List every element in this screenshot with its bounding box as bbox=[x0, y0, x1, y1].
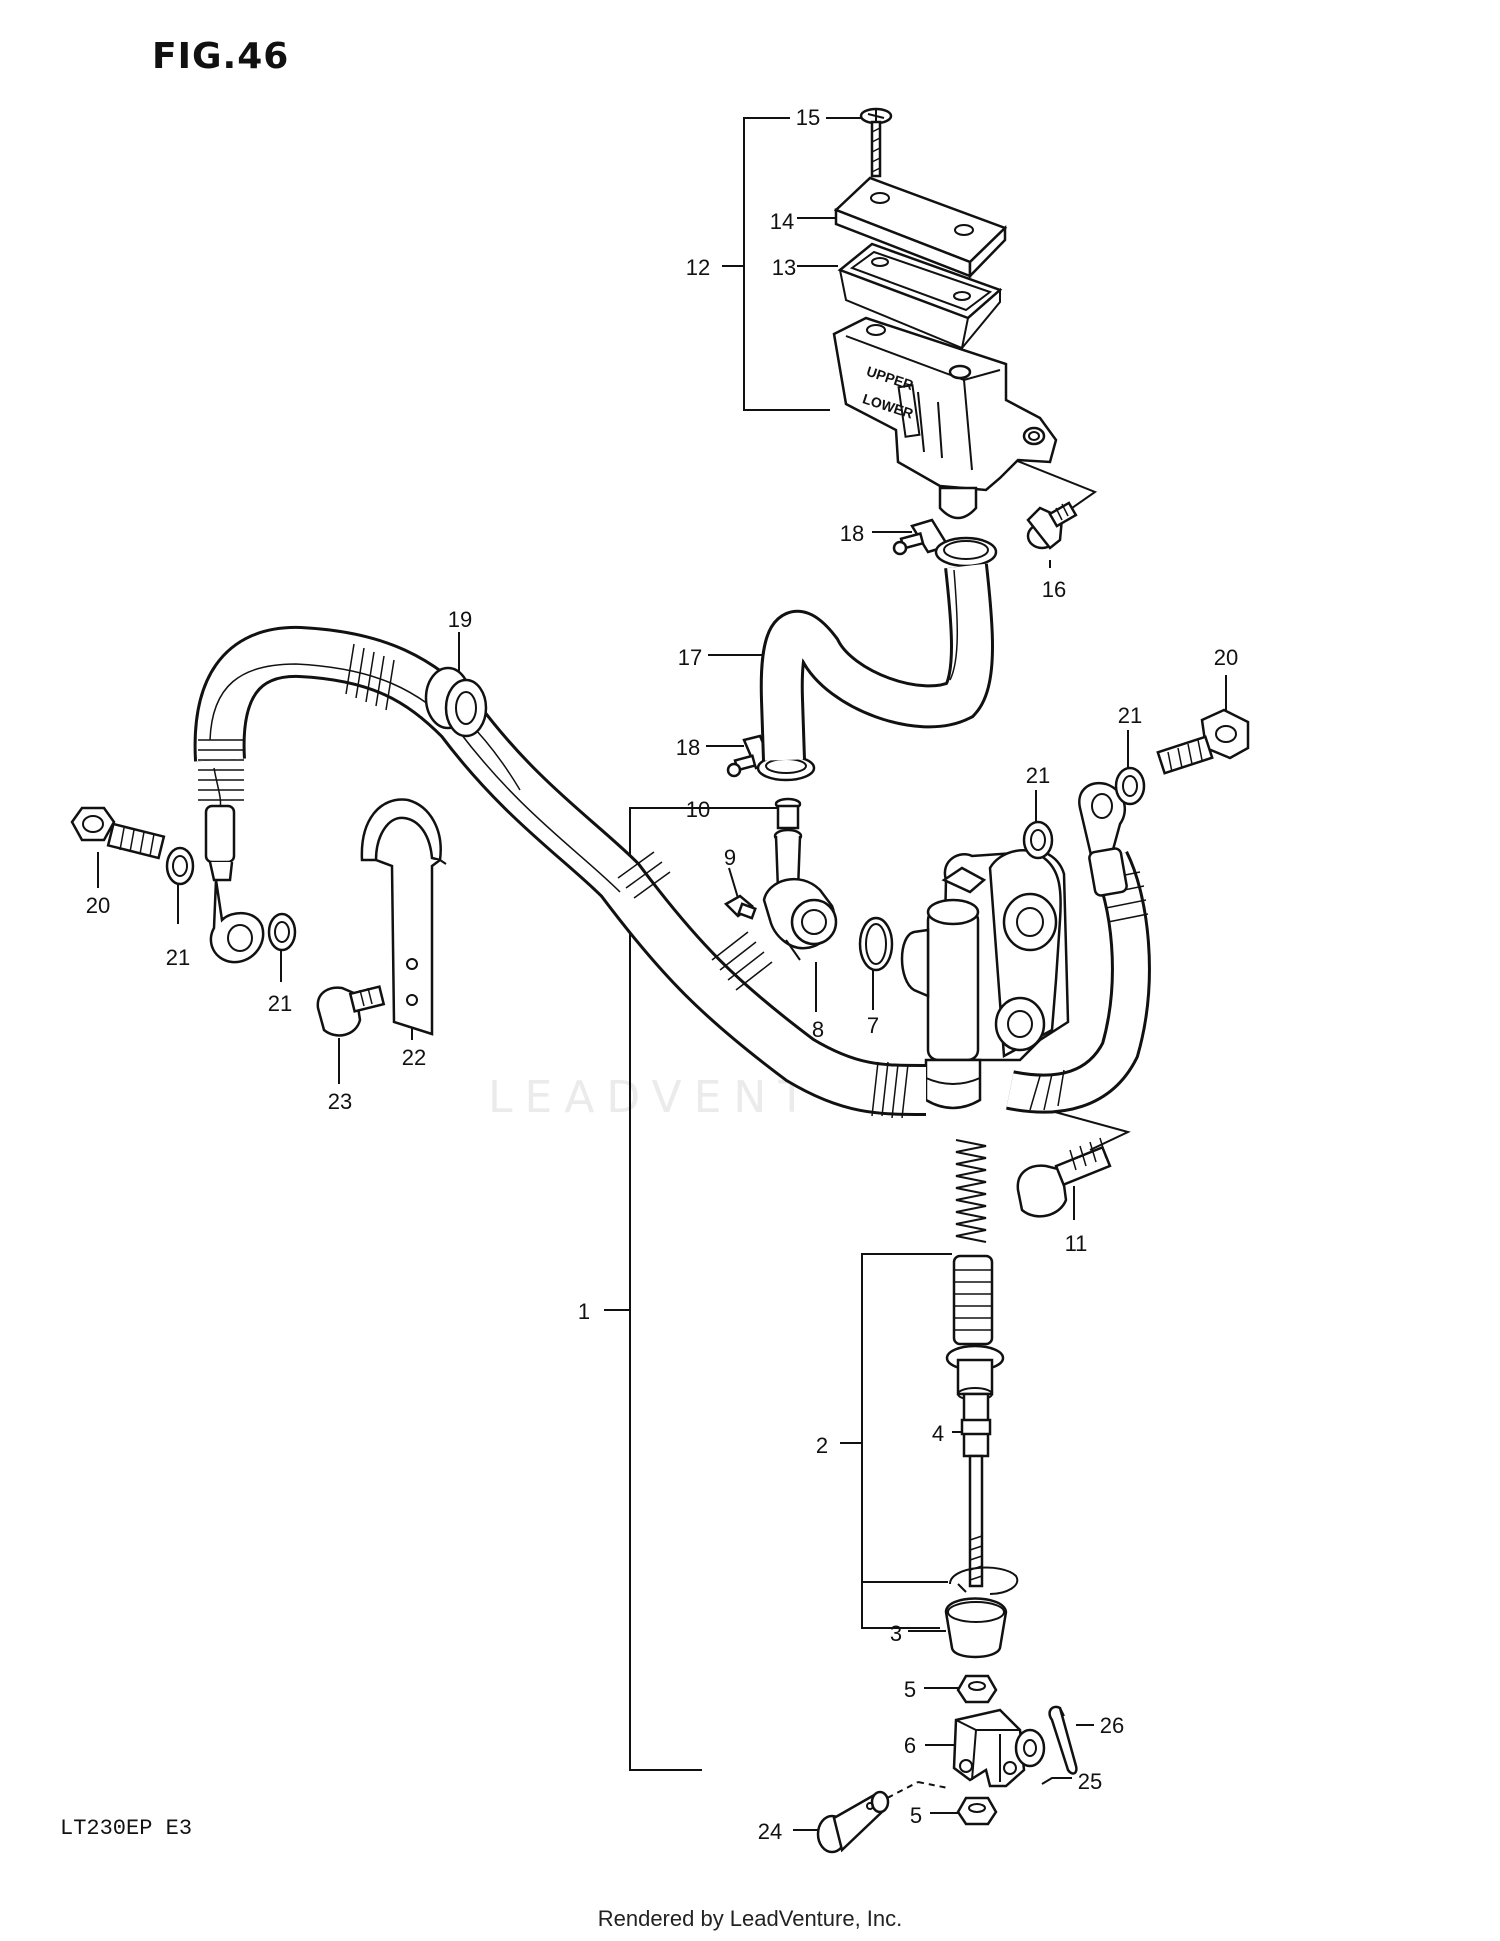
banjo-fitting-right bbox=[1078, 781, 1128, 897]
callout-20-right: 20 bbox=[1213, 645, 1239, 670]
banjo-fitting-left bbox=[204, 804, 265, 964]
callout-21-left-upper: 21 bbox=[165, 945, 191, 970]
callout-22: 22 bbox=[401, 1045, 427, 1070]
pushrod-boot bbox=[944, 1597, 1008, 1659]
callout-21-left-lower: 21 bbox=[267, 991, 293, 1016]
reservoir-diaphragm bbox=[837, 242, 1003, 350]
banjo-bolt-right bbox=[1156, 708, 1250, 775]
cotter-pin bbox=[1048, 1705, 1078, 1775]
reservoir-cap bbox=[833, 176, 1008, 280]
reservoir-hose bbox=[759, 563, 994, 761]
piston bbox=[952, 1254, 994, 1346]
o-ring bbox=[858, 916, 894, 972]
callout-21-right-lower: 21 bbox=[1025, 763, 1051, 788]
hose-grommet bbox=[424, 666, 488, 738]
brake-hose-long bbox=[193, 625, 927, 1116]
lock-nut bbox=[956, 1674, 998, 1826]
callout-2: 2 bbox=[815, 1433, 829, 1458]
callout-18-upper: 18 bbox=[839, 521, 865, 546]
callout-1: 1 bbox=[577, 1299, 591, 1324]
callout-11: 11 bbox=[1064, 1231, 1088, 1256]
callout-5-upper: 5 bbox=[903, 1677, 917, 1702]
callout-3: 3 bbox=[889, 1621, 903, 1646]
figure-title: FIG.46 bbox=[152, 36, 290, 77]
callout-7: 7 bbox=[866, 1013, 880, 1038]
callout-20-left: 20 bbox=[85, 893, 111, 918]
callout-14: 14 bbox=[769, 209, 795, 234]
callout-26: 26 bbox=[1099, 1713, 1125, 1738]
callout-6: 6 bbox=[903, 1733, 917, 1758]
brake-hose-short bbox=[1006, 851, 1151, 1114]
pushrod-boot-cup bbox=[945, 1344, 1005, 1401]
watermark: LEADVENT bbox=[488, 1072, 818, 1123]
reservoir-screw bbox=[859, 107, 893, 178]
circlip bbox=[949, 1566, 1019, 1595]
render-credit: Rendered by LeadVenture, Inc. bbox=[597, 1906, 903, 1931]
callout-9: 9 bbox=[723, 845, 737, 870]
return-spring bbox=[955, 1139, 987, 1243]
callout-10: 10 bbox=[685, 797, 711, 822]
callout-23: 23 bbox=[327, 1089, 353, 1114]
master-cylinder-body bbox=[900, 849, 1070, 1110]
hose-connector bbox=[762, 797, 838, 961]
hose-clamp-bracket bbox=[360, 798, 447, 1036]
callout-15: 15 bbox=[795, 105, 821, 130]
connector-screw bbox=[723, 894, 757, 920]
callout-4: 4 bbox=[931, 1421, 945, 1446]
callout-18-lower: 18 bbox=[675, 735, 701, 760]
bracket-bolt bbox=[316, 985, 386, 1037]
callout-21-right-upper: 21 bbox=[1117, 703, 1143, 728]
callout-24: 24 bbox=[757, 1819, 783, 1844]
pushrod bbox=[960, 1392, 992, 1588]
callout-19: 19 bbox=[447, 607, 473, 632]
callout-5-lower: 5 bbox=[909, 1803, 923, 1828]
callout-13: 13 bbox=[771, 255, 797, 280]
hose-clamp-upper bbox=[892, 518, 998, 568]
mounting-bolt bbox=[1016, 1137, 1112, 1218]
clevis bbox=[952, 1708, 1026, 1788]
clevis-pin bbox=[816, 1790, 890, 1854]
clevis-washer bbox=[1014, 1728, 1046, 1768]
callout-25: 25 bbox=[1077, 1769, 1103, 1794]
sealing-washer bbox=[165, 766, 1146, 952]
callout-8: 8 bbox=[811, 1017, 825, 1042]
banjo-bolt-left bbox=[70, 806, 166, 860]
leader-lines bbox=[97, 117, 1227, 1831]
reservoir-mount-bolt bbox=[1026, 501, 1078, 550]
reservoir-body bbox=[832, 316, 1058, 520]
model-code: LT230EP E3 bbox=[60, 1816, 193, 1841]
callout-17: 17 bbox=[677, 645, 703, 670]
callout-12: 12 bbox=[685, 255, 711, 280]
callout-16: 16 bbox=[1041, 577, 1067, 602]
